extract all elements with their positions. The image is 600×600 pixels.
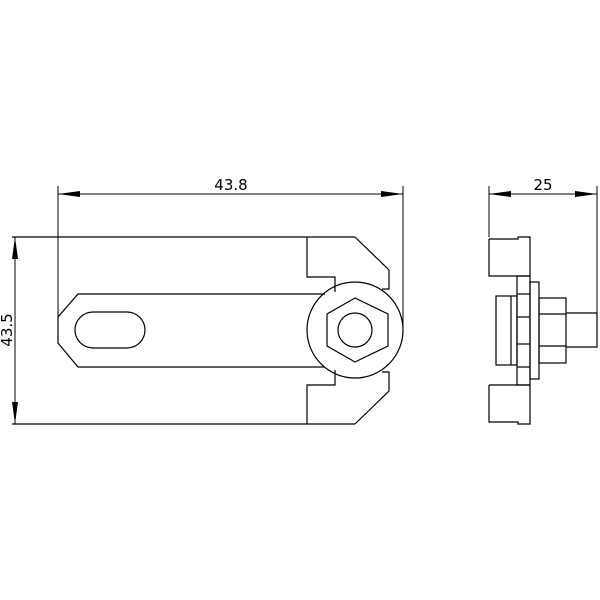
width-dimension: 43.8 (57, 176, 404, 330)
depth-dimension-label: 25 (533, 176, 552, 194)
bolt-circle (337, 312, 373, 348)
nut (538, 297, 567, 364)
arrow-left-icon (489, 191, 511, 197)
top-jaw-block (488, 236, 531, 277)
width-dimension-label: 43.8 (214, 176, 247, 194)
side-view: 25 (488, 176, 598, 425)
bottom-jaw-block (488, 384, 531, 425)
front-view: 43.8 43.5 (0, 176, 404, 425)
height-dimension: 43.5 (0, 237, 18, 424)
nut-assembly (306, 281, 404, 379)
washer (529, 281, 540, 380)
arrow-right-icon (575, 191, 597, 197)
arrow-down-icon (12, 402, 18, 424)
height-dimension-label: 43.5 (0, 313, 16, 346)
washer-circle (306, 281, 404, 379)
lever-plate (495, 295, 518, 366)
clamp-body (12, 236, 390, 425)
lever-arm (57, 293, 325, 368)
hex-nut-icon (326, 297, 389, 363)
arrow-up-icon (12, 237, 18, 259)
arrow-left-icon (58, 191, 80, 197)
bolt-end (566, 312, 598, 348)
arrow-right-icon (381, 191, 403, 197)
depth-dimension: 25 (488, 176, 598, 313)
center-column (516, 275, 531, 386)
slot-hole (74, 311, 146, 349)
